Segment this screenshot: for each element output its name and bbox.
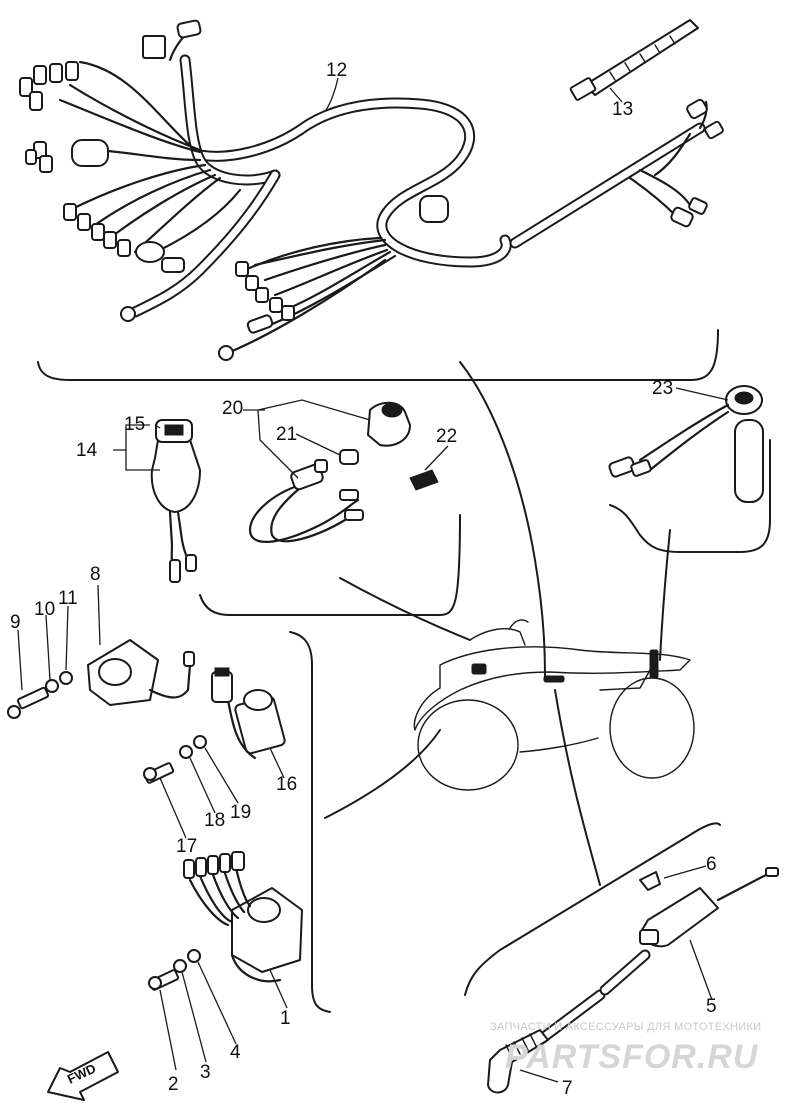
watermark-tagline: ЗАПЧАСТИ И АКСЕССУАРЫ ДЛЯ МОТОТЕХНИКИ (490, 1021, 761, 1033)
harness-panel-border (37, 329, 719, 381)
callout-4: 4 (230, 1042, 241, 1063)
sensor-panel-border (609, 439, 771, 553)
callout-18: 18 (204, 810, 225, 831)
callout-1: 1 (280, 1008, 291, 1029)
watermark: ЗАПЧАСТИ И АКСЕССУАРЫ ДЛЯ МОТОТЕХНИКИ PA… (490, 1021, 761, 1076)
location-leaders (324, 361, 671, 886)
callout-3: 3 (200, 1062, 211, 1083)
callout-2: 2 (168, 1074, 179, 1095)
forward-indicator: FWD (47, 1051, 119, 1101)
switch-panel-border (199, 514, 461, 616)
callout-10: 10 (34, 599, 55, 620)
callout-11: 11 (58, 588, 78, 609)
callout-20: 20 (222, 398, 243, 419)
callout-14: 14 (76, 440, 98, 461)
callout-19: 19 (230, 802, 251, 823)
callout-15: 15 (124, 414, 145, 435)
callout-16: 16 (276, 774, 297, 795)
callout-23: 23 (652, 378, 673, 399)
callout-17: 17 (176, 836, 197, 857)
regulator-assembly (7, 639, 195, 719)
neutral-switch-assembly (248, 401, 439, 543)
atv-silhouette (413, 619, 695, 791)
thermo-sensor (608, 385, 764, 503)
wire-harness (19, 19, 724, 361)
cable-strap (569, 19, 699, 101)
cdi-unit-assembly (148, 851, 303, 991)
callout-6: 6 (706, 854, 717, 875)
callout-8: 8 (90, 564, 101, 585)
callout-13: 13 (612, 99, 633, 120)
horn-panel-border (464, 822, 721, 996)
callout-leaders (17, 77, 729, 1083)
plug-cap-assembly (487, 867, 779, 1094)
ignition-panel-border (289, 631, 331, 1013)
callout-21: 21 (276, 424, 297, 445)
callout-labels: 1 2 3 4 5 6 7 8 9 10 11 12 13 14 15 16 1… (10, 60, 717, 1099)
watermark-brand: PARTSFOR.RU (505, 1038, 759, 1076)
callout-5: 5 (706, 996, 717, 1017)
ignition-coil-assembly (143, 667, 286, 784)
main-switch (150, 419, 201, 583)
callout-7: 7 (562, 1078, 573, 1099)
callout-22: 22 (436, 426, 457, 447)
callout-12: 12 (326, 60, 347, 81)
callout-9: 9 (10, 612, 21, 633)
